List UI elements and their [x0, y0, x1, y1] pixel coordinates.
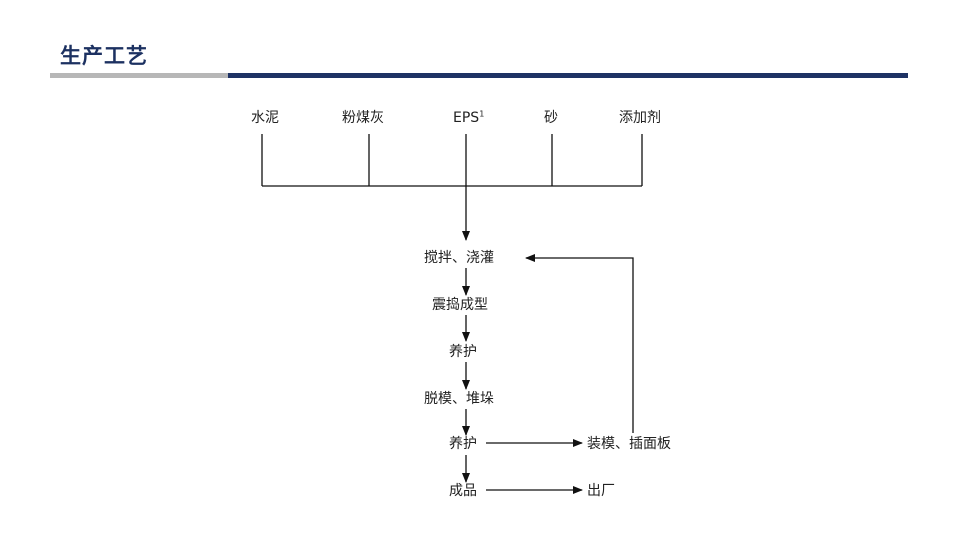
- material-cement: 水泥: [251, 110, 279, 126]
- title-underline-gray: [50, 73, 228, 78]
- material-sand: 砂: [544, 110, 558, 126]
- step-mixing-pouring: 搅拌、浇灌: [424, 250, 494, 266]
- material-flyash: 粉煤灰: [342, 110, 384, 126]
- node-shipping: 出厂: [587, 483, 615, 499]
- material-eps-footnote: 1: [479, 109, 485, 119]
- material-additive: 添加剂: [619, 110, 661, 126]
- step-curing-1: 养护: [449, 344, 477, 360]
- title-underline-navy: [228, 73, 908, 78]
- material-eps: EPS1: [453, 110, 484, 126]
- page-title: 生产工艺: [60, 44, 148, 68]
- step-demolding-stacking: 脱模、堆垛: [424, 391, 494, 407]
- step-finished-product: 成品: [449, 483, 477, 499]
- step-curing-2: 养护: [449, 436, 477, 452]
- node-mold-insert-panel: 装模、插面板: [587, 436, 671, 452]
- material-eps-label: EPS: [453, 110, 480, 126]
- feedback-loop-arrow: [525, 254, 634, 433]
- step-vibrating-forming: 震捣成型: [432, 297, 488, 313]
